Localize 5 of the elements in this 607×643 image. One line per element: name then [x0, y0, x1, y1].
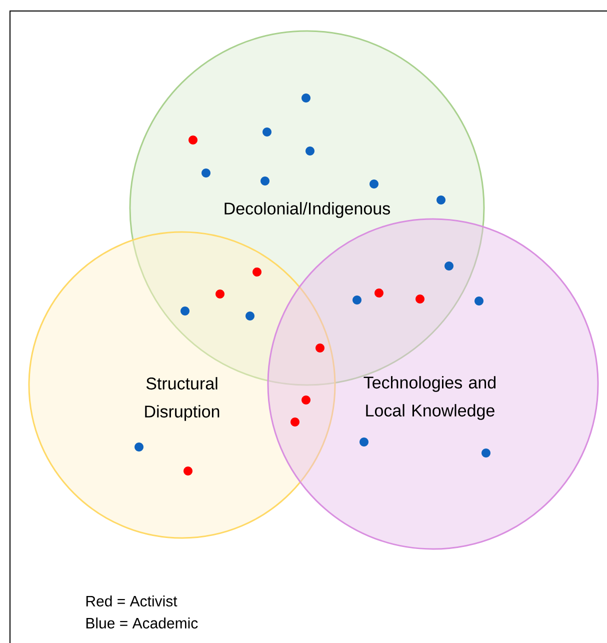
circle-label: Structural Disruption	[145, 377, 220, 421]
circle-label: Decolonial/Indigenous	[224, 202, 390, 218]
circle-label: Technologies and Local Knowledge	[364, 376, 496, 420]
legend-text: Red = Activist	[86, 596, 178, 606]
legend-text: Blue = Academic	[86, 617, 198, 628]
